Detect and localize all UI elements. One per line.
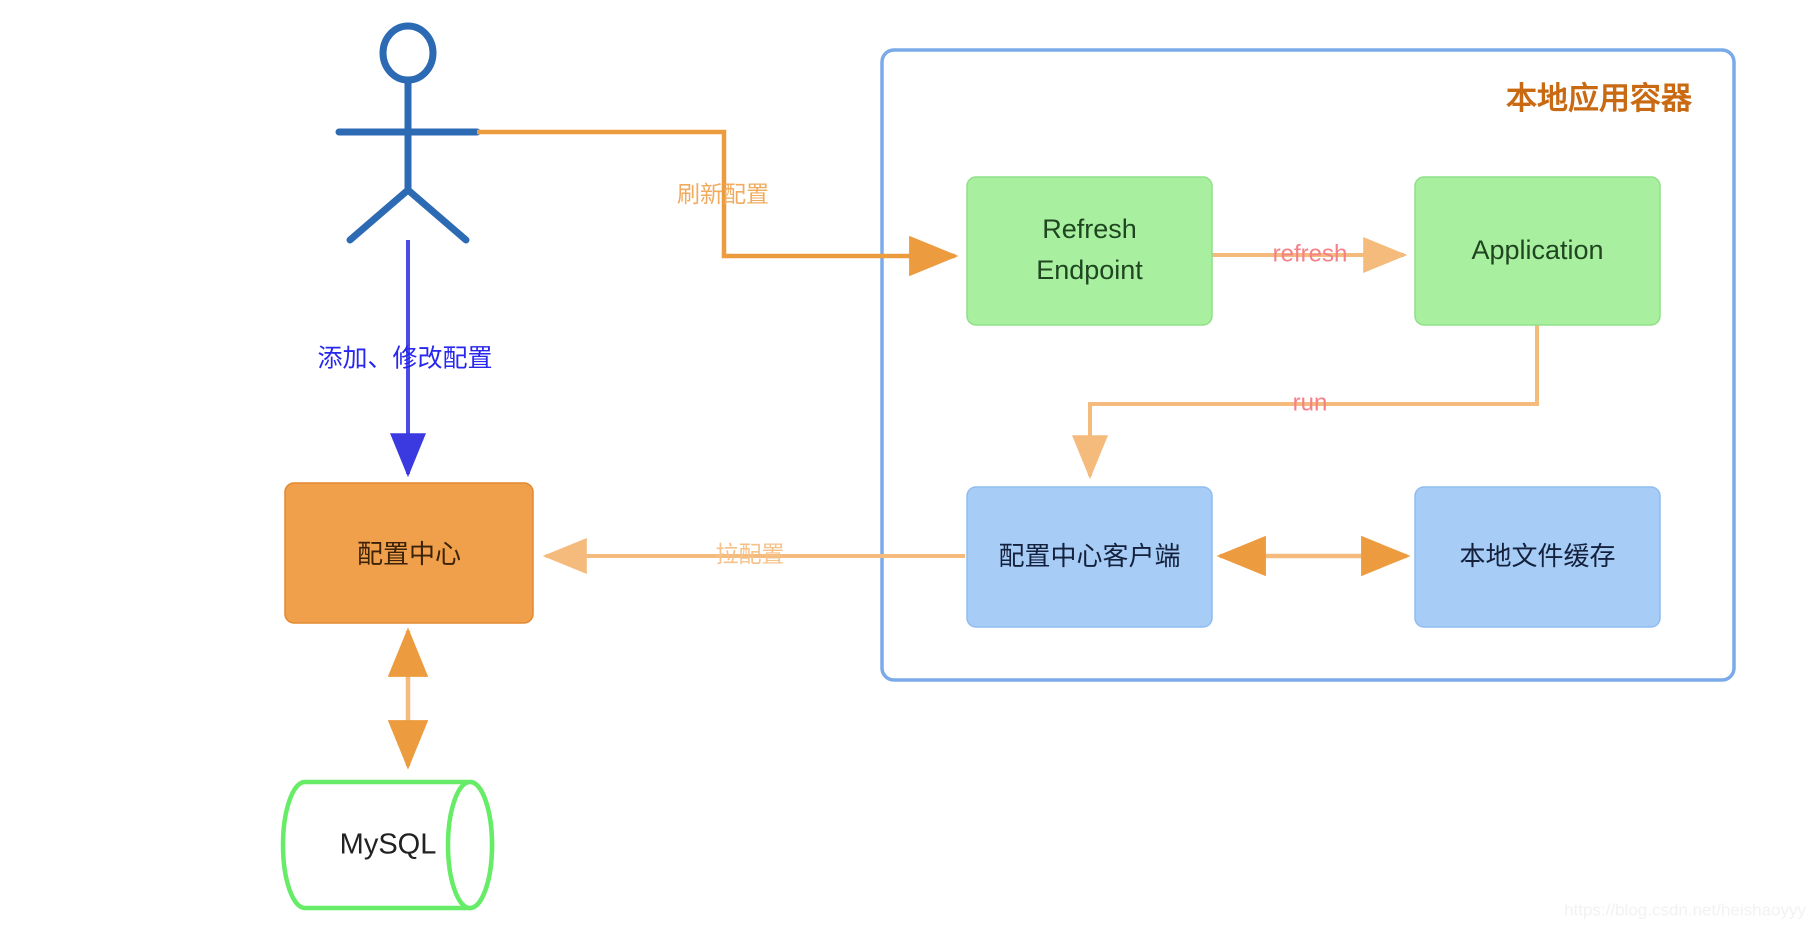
actor-head-icon (379, 22, 437, 84)
edge-run: run (1072, 325, 1539, 480)
node-application-label: Application (1471, 235, 1603, 265)
node-config-center-label: 配置中心 (357, 539, 461, 569)
edge-refresh-config: 刷新配置 (477, 129, 959, 277)
node-mysql-cylinder-cap (445, 779, 495, 911)
node-config-center-client-label: 配置中心客户端 (998, 541, 1180, 571)
edge-label-pull-config: 拉配置 (716, 541, 785, 567)
node-refresh-endpoint-label-line2: Endpoint (1036, 255, 1143, 285)
node-refresh-endpoint-box[interactable] (966, 176, 1213, 326)
node-config-center-client-box[interactable] (966, 486, 1213, 628)
container-border (880, 48, 1736, 682)
actor-leg-left (346, 186, 412, 244)
node-mysql-label: MySQL (340, 829, 437, 861)
node-refresh-endpoint[interactable]: Refresh Endpoint (966, 176, 1213, 326)
edge-refresh: refresh (1212, 237, 1408, 273)
node-application[interactable]: Application (1414, 176, 1661, 326)
user-actor (335, 22, 481, 244)
edge-pull-config: 拉配置 (542, 538, 965, 574)
node-mysql[interactable]: MySQL (280, 779, 495, 911)
edge-label-refresh: refresh (1273, 240, 1348, 267)
actor-leg-right (404, 186, 470, 244)
local-app-container: 本地应用容器 (880, 48, 1736, 682)
node-local-file-cache[interactable]: 本地文件缓存 (1414, 486, 1661, 628)
node-application-box[interactable] (1414, 176, 1661, 326)
node-local-file-cache-box[interactable] (1414, 486, 1661, 628)
node-config-center-box[interactable] (284, 482, 534, 624)
node-config-center-client[interactable]: 配置中心客户端 (966, 486, 1213, 628)
edge-label-run: run (1293, 389, 1328, 416)
edge-run-line (1072, 325, 1539, 480)
node-local-file-cache-label: 本地文件缓存 (1459, 541, 1615, 571)
node-refresh-endpoint-label-line1: Refresh (1042, 214, 1137, 244)
edge-refresh-config-line (477, 129, 959, 277)
edge-label-add-modify-config: 添加、修改配置 (317, 345, 492, 373)
container-title: 本地应用容器 (1506, 81, 1693, 116)
node-config-center[interactable]: 配置中心 (284, 482, 534, 624)
edge-add-modify-config: 添加、修改配置 (317, 240, 493, 478)
watermark: https://blog.csdn.net/heishaoyyy (1564, 900, 1806, 919)
edge-label-refresh-config: 刷新配置 (677, 181, 769, 207)
